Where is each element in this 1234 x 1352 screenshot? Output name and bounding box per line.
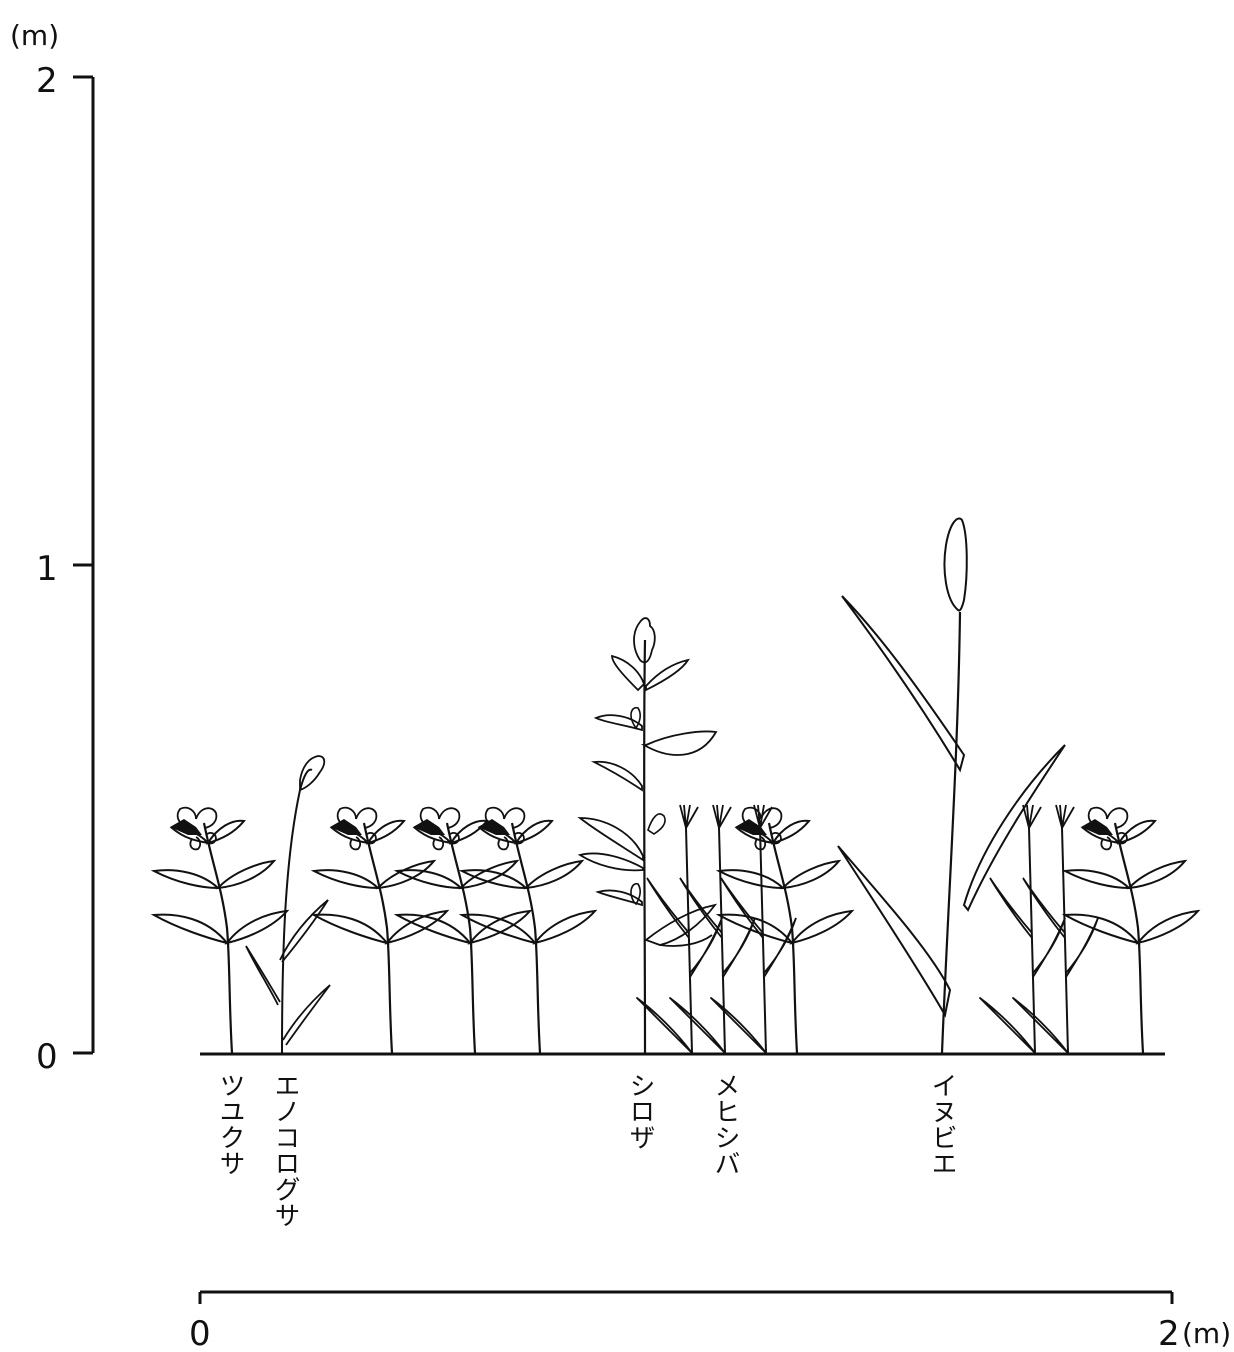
lambsquarters-plant [577,617,718,1054]
barnyardgrass-plant [837,517,1066,1054]
x-scale-unit: (m) [1182,1317,1231,1350]
species-labels: ツユクサ エノコログサ シロザ メヒシバ イヌビエ [215,1072,957,1228]
dayflower-plant [152,806,289,1055]
species-label-enokorogusa: エノコログサ [270,1072,300,1228]
dayflower-plant [717,806,854,1055]
x-scale-end-label: 2 [1158,1314,1180,1352]
foxtail-plant [245,755,331,1054]
x-scale-start-label: 0 [189,1314,211,1352]
y-tick-label-2: 2 [36,61,58,101]
crabgrass-plant [979,804,1066,1054]
y-axis: (m) 2 1 0 [10,19,95,1077]
x-scale-bar: 0 2 (m) [189,1290,1231,1352]
species-label-mehishiba: メヒシバ [710,1072,740,1176]
crabgrass-plant [636,804,723,1054]
dayflower-plant [1063,806,1200,1055]
dayflower-plant [395,806,532,1055]
species-label-shiroza: シロザ [625,1072,655,1150]
plant-illustrations [152,517,1200,1055]
y-tick-label-0: 0 [36,1037,58,1077]
species-label-tsuyukusa: ツユクサ [215,1072,245,1176]
y-tick-label-1: 1 [36,549,58,589]
species-label-inubie: イヌビエ [927,1072,957,1176]
y-axis-unit: (m) [10,19,59,52]
